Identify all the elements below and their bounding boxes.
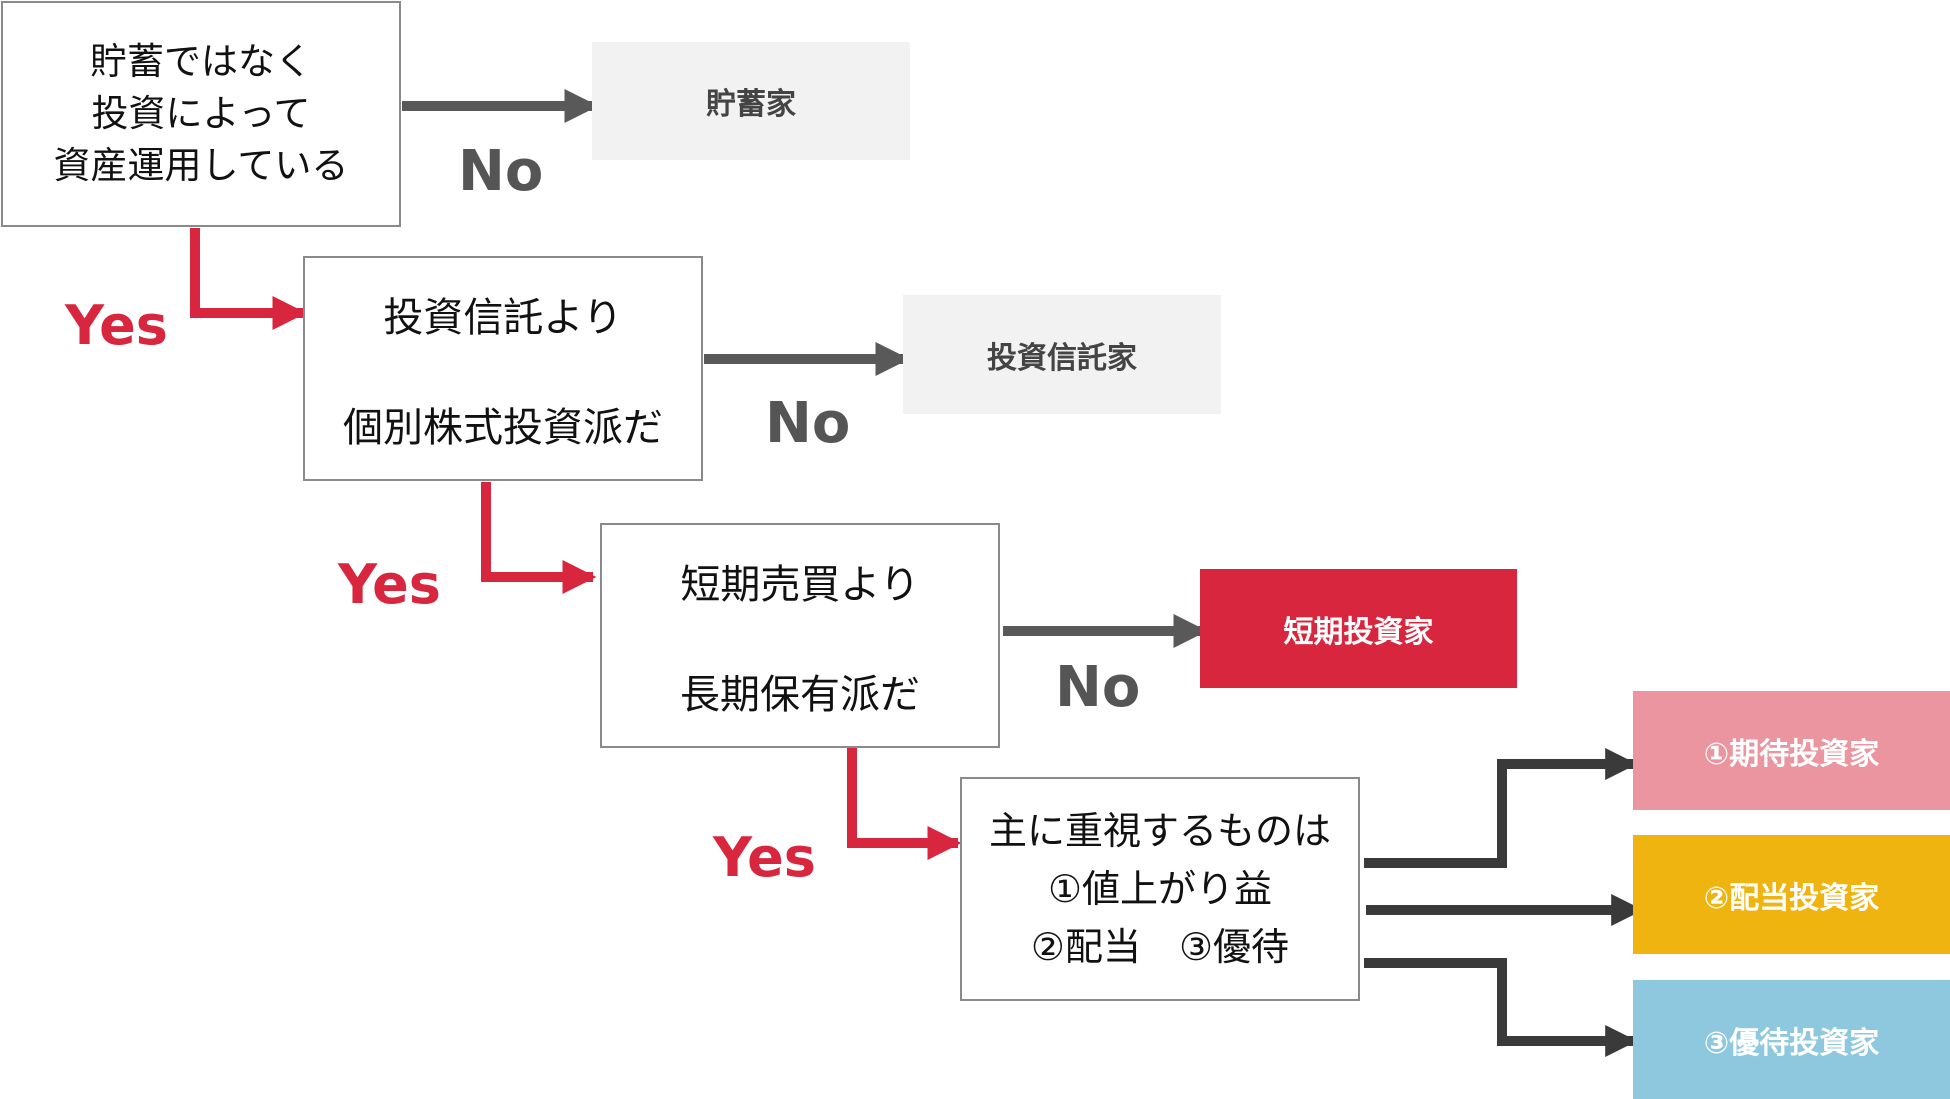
result-growth-investor: ①期待投資家: [1633, 691, 1950, 810]
no-label-1: No: [458, 139, 544, 204]
no-label-2: No: [765, 391, 851, 456]
yes-label-3: Yes: [713, 826, 816, 889]
question-4-line-2: ①値上がり益: [1047, 867, 1273, 911]
question-4-line-3: ②配当 ③優待: [1030, 925, 1290, 969]
question-1-line-1: 貯蓄ではなく: [90, 40, 312, 83]
yes-arrow-2: [481, 482, 597, 595]
result-benefit-investor: ③優待投資家: [1633, 980, 1950, 1099]
question-2-box: 投資信託より 個別株式投資派だ: [303, 256, 703, 481]
yes-label-2: Yes: [338, 553, 441, 616]
question-2-line-1: 投資信託より: [383, 294, 623, 341]
yes-label-1: Yes: [65, 294, 168, 357]
question-4-line-1: 主に重視するものは: [988, 809, 1331, 853]
result-fund-investor: 投資信託家: [903, 295, 1221, 414]
no-label-3: No: [1055, 655, 1141, 720]
question-3-box: 短期売買より 長期保有派だ: [600, 523, 1000, 748]
result-dividend-investor: ②配当投資家: [1633, 835, 1950, 954]
result-short-term-investor: 短期投資家: [1200, 569, 1517, 688]
question-3-line-1: 短期売買より: [680, 561, 920, 608]
question-1-line-2: 投資によって: [91, 92, 311, 135]
yes-arrow-1: [190, 228, 307, 331]
branch-arrow-3: [1364, 958, 1638, 1058]
question-1-box: 貯蓄ではなく 投資によって 資産運用している: [1, 1, 401, 227]
question-1-line-3: 資産運用している: [53, 144, 349, 187]
question-4-box: 主に重視するものは ①値上がり益 ②配当 ③優待: [960, 777, 1360, 1001]
question-3-line-2: 長期保有派だ: [680, 671, 920, 718]
question-2-line-2: 個別株式投資派だ: [343, 404, 663, 451]
result-saver: 貯蓄家: [592, 42, 910, 160]
branch-arrow-1: [1364, 747, 1638, 868]
yes-arrow-3: [847, 748, 962, 861]
